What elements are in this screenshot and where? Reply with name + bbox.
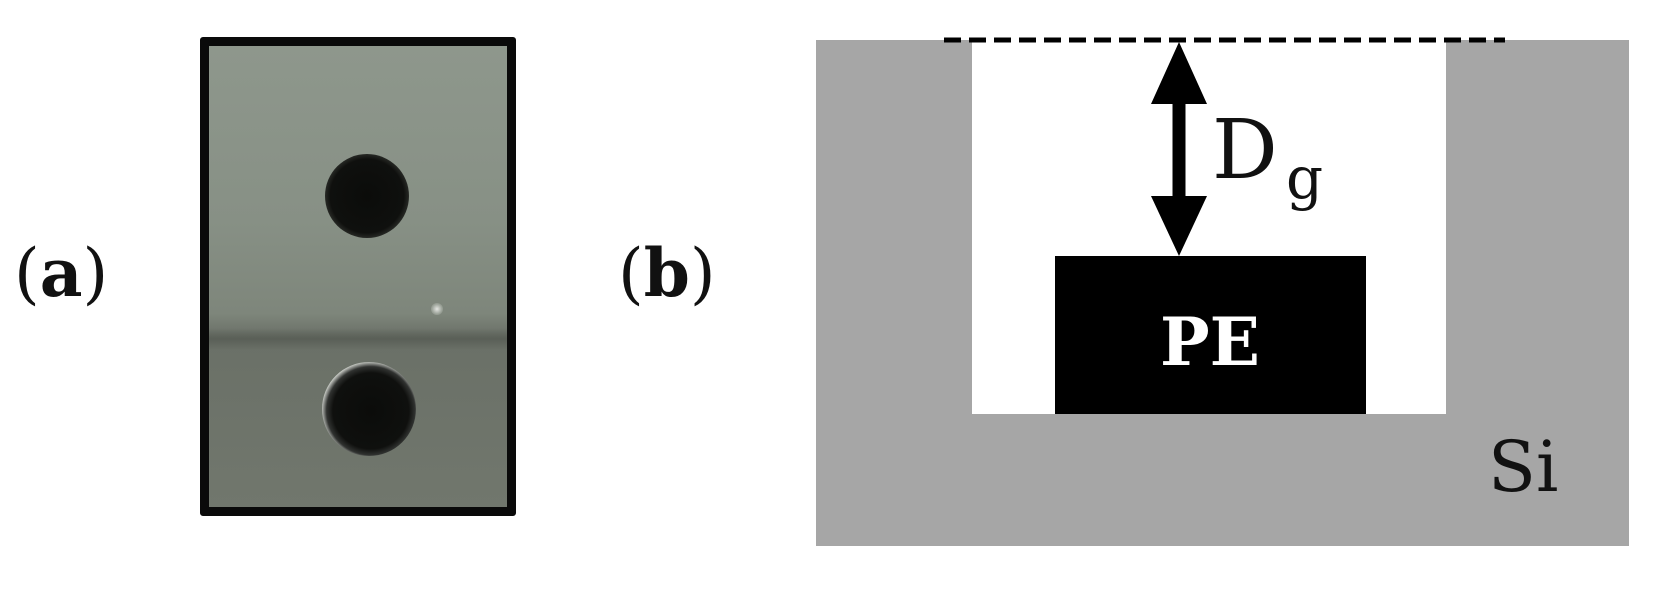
gap-arrow-head-up xyxy=(1151,42,1207,104)
panel-b-letter: b xyxy=(643,234,690,312)
panel-b-label: (b) xyxy=(618,240,716,307)
gap-label-main: D xyxy=(1212,103,1278,198)
panel-a-label: (a) xyxy=(14,240,108,307)
gap-label-sub: g xyxy=(1286,144,1323,212)
surface-speck xyxy=(431,303,443,315)
panel-a-letter: a xyxy=(39,234,83,312)
bottom-hole xyxy=(322,362,416,456)
photo-step-edge xyxy=(209,328,507,350)
pe-electrode xyxy=(1055,256,1366,414)
panel-a-close-paren: ) xyxy=(82,235,109,312)
gap-arrow-head-down xyxy=(1151,196,1207,256)
panel-b-close-paren: ) xyxy=(689,235,716,312)
si-label: Si xyxy=(1488,426,1558,508)
panel-a-open-paren: ( xyxy=(14,235,40,312)
sample-photo xyxy=(200,37,516,516)
panel-b-open-paren: ( xyxy=(618,235,644,312)
pe-label: PE xyxy=(1160,303,1260,381)
top-hole xyxy=(325,154,409,238)
